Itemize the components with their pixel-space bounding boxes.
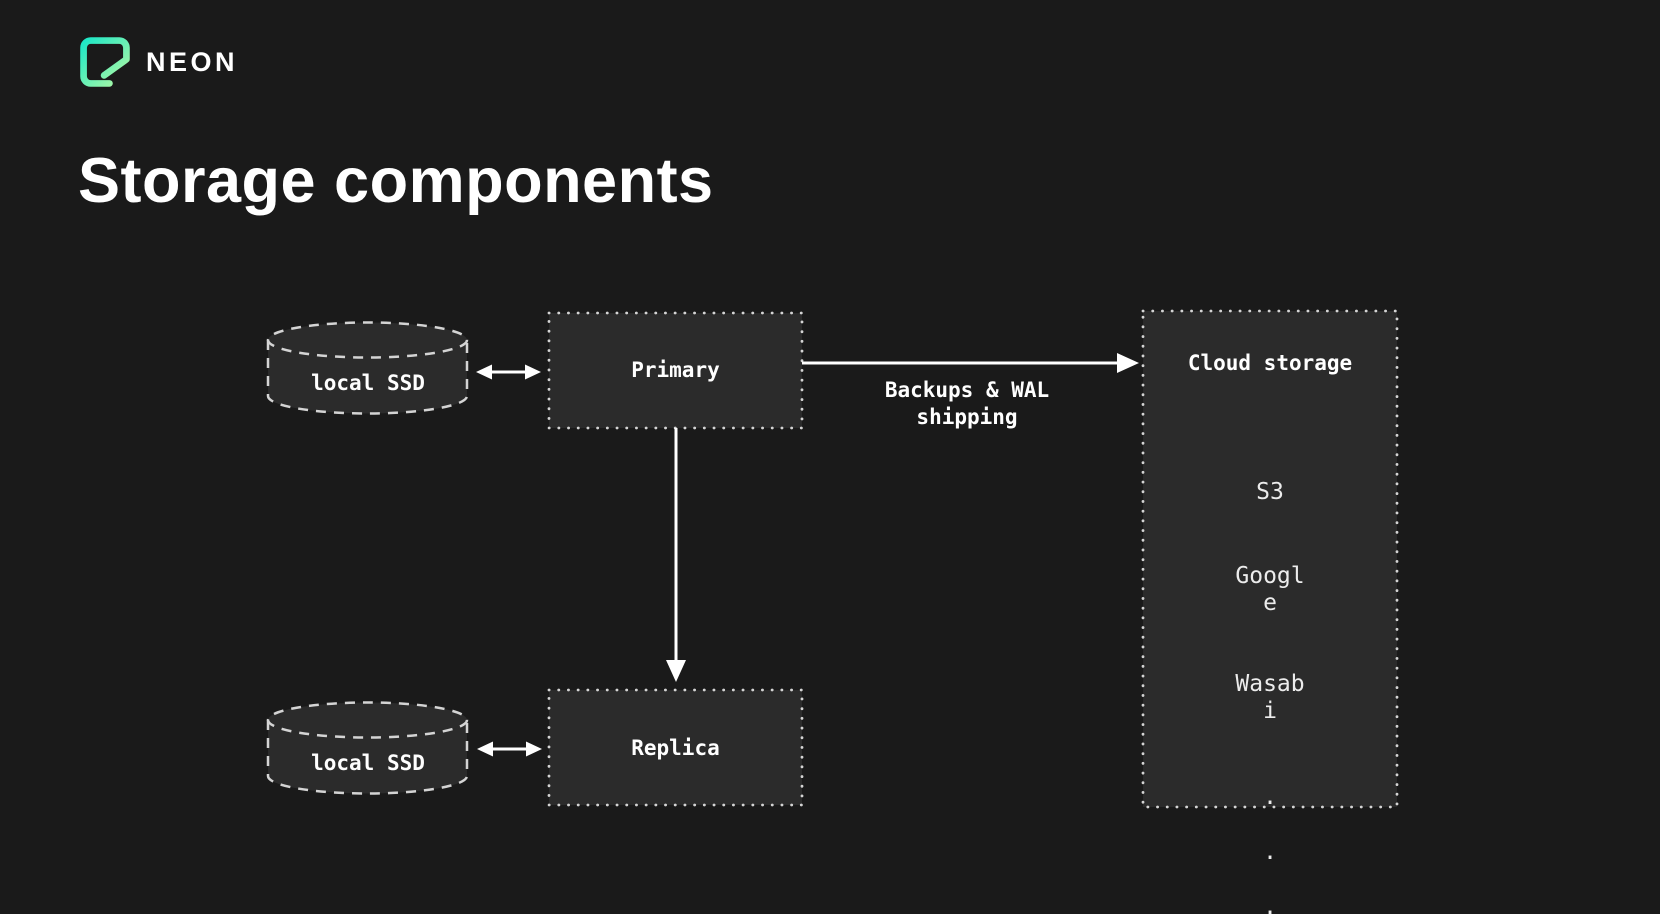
label-primary: Primary xyxy=(631,357,720,382)
ellipsis-dot: . xyxy=(1263,839,1277,865)
label-cloud-storage-title: Cloud storage xyxy=(1187,351,1353,375)
node-local-ssd-bottom xyxy=(266,701,469,795)
node-cloud-storage xyxy=(1141,309,1399,809)
arrow-ssd-replica xyxy=(477,741,542,757)
node-local-ssd-top xyxy=(266,321,469,415)
brand-lockup: NEON xyxy=(80,36,238,88)
page-title: Storage components xyxy=(78,146,714,216)
ellipsis-dot: . xyxy=(1263,894,1277,914)
neon-logo-icon xyxy=(80,37,130,87)
provider-google: Googl e xyxy=(1235,563,1305,616)
label-local-ssd-top: local SSD xyxy=(311,371,425,395)
label-replica: Replica xyxy=(631,735,720,760)
ellipsis-dot: . xyxy=(1263,784,1277,810)
label-backups-wal-shipping: Backups & WAL shipping xyxy=(884,378,1050,429)
arrow-primary-cloud xyxy=(802,353,1139,373)
arrow-primary-replica xyxy=(666,428,686,682)
cloud-storage-provider-list: S3 Googl e Wasab i . . . xyxy=(1143,453,1397,914)
arrow-ssd-primary xyxy=(476,364,541,380)
provider-wasabi: Wasab i xyxy=(1235,671,1305,724)
node-replica xyxy=(547,688,804,807)
label-local-ssd-bottom: local SSD xyxy=(311,751,425,775)
brand-wordmark: NEON xyxy=(146,46,239,77)
provider-s3: S3 xyxy=(1256,479,1284,505)
